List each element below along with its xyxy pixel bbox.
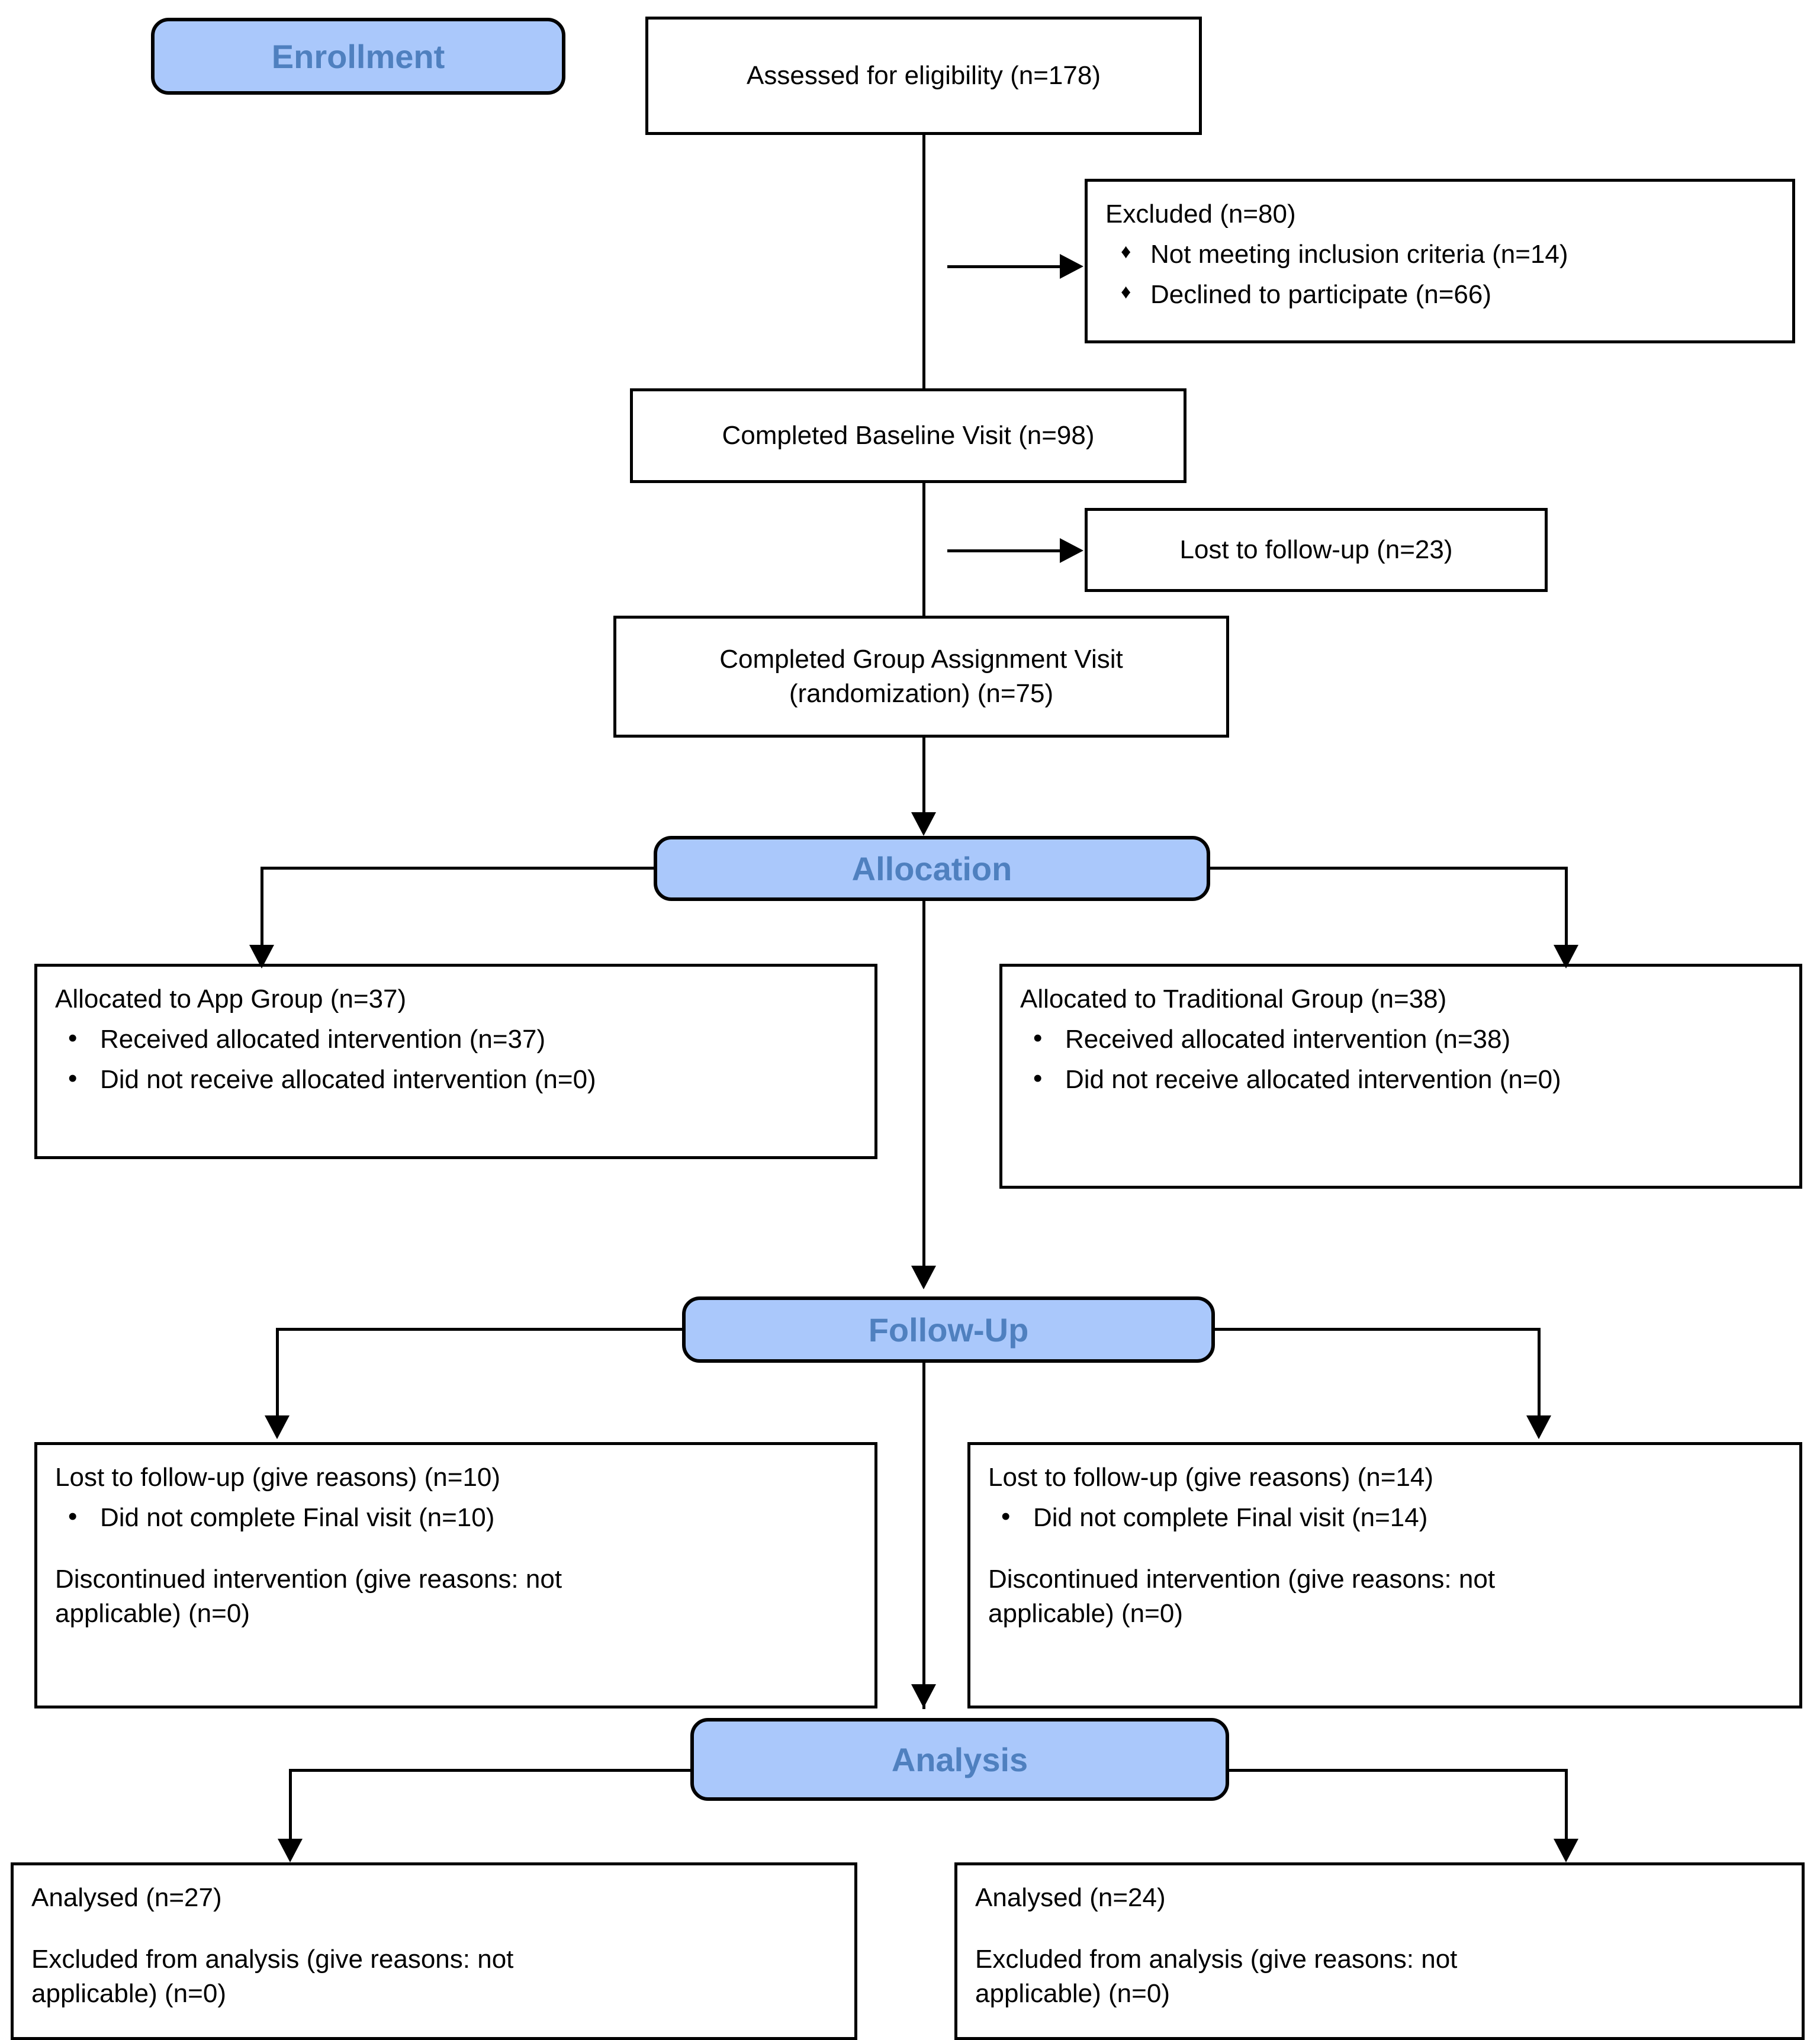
excluded-list: Not meeting inclusion criteria (n=14) De… [1105,237,1774,312]
list-item: Received allocated intervention (n=38) [1020,1021,1782,1057]
arrowhead-followup-right [1526,1415,1551,1439]
banner-enrollment: Enrollment [151,18,565,95]
banner-allocation: Allocation [654,836,1210,901]
analysis-left-analysed: Analysed (n=27) [31,1883,222,1912]
connector-to-lost-followup [947,549,1061,552]
allocated-left-list: Received allocated intervention (n=37) D… [55,1021,857,1097]
connector-randomization-to-allocation [922,738,925,815]
list-item: Declined to participate (n=66) [1105,278,1774,312]
lost-followup-text: Lost to follow-up (n=23) [1179,535,1453,564]
node-followup-app-group: Lost to follow-up (give reasons) (n=10) … [34,1442,877,1708]
baseline-text: Completed Baseline Visit (n=98) [722,420,1095,450]
node-lost-to-followup-baseline: Lost to follow-up (n=23) [1085,508,1548,592]
excluded-title: Excluded (n=80) [1105,200,1296,229]
followup-left-discontinued: Discontinued intervention (give reasons:… [55,1565,562,1629]
spacer [975,1915,1784,1942]
connector-allocation-right-arm [1207,867,1568,870]
node-assessed-for-eligibility: Assessed for eligibility (n=178) [645,17,1202,135]
spacer [31,1915,837,1942]
banner-analysis-label: Analysis [891,1740,1028,1778]
node-followup-traditional-group: Lost to follow-up (give reasons) (n=14) … [967,1442,1802,1708]
banner-analysis: Analysis [690,1718,1229,1801]
spacer [55,1535,857,1562]
connector-allocation-right-drop [1565,867,1568,947]
arrowhead-analysis-left [278,1839,303,1862]
node-analysed-app-group: Analysed (n=27) Excluded from analysis (… [11,1862,857,2040]
randomization-text: Completed Group Assignment Visit (random… [719,644,1123,708]
node-allocated-app-group: Allocated to App Group (n=37) Received a… [34,964,877,1159]
followup-right-lost-list: Did not complete Final visit (n=14) [988,1500,1782,1535]
arrowhead-allocation-left [249,945,274,968]
connector-followup-right-arm [1211,1328,1541,1331]
arrowhead-followup-left [265,1415,290,1439]
followup-left-lost-list: Did not complete Final visit (n=10) [55,1500,857,1535]
followup-left-lost-title: Lost to follow-up (give reasons) (n=10) [55,1463,501,1492]
connector-followup-right-drop [1538,1328,1541,1418]
connector-allocation-left-drop [261,867,263,947]
arrowhead-to-analysis [911,1684,936,1708]
connector-followup-left-arm [276,1328,686,1331]
followup-right-discontinued: Discontinued intervention (give reasons:… [988,1565,1496,1629]
allocated-left-title: Allocated to App Group (n=37) [55,984,407,1013]
connector-allocation-left-arm [261,867,657,870]
node-analysed-traditional-group: Analysed (n=24) Excluded from analysis (… [954,1862,1805,2040]
list-item: Did not receive allocated intervention (… [1020,1061,1782,1097]
arrowhead-to-followup [911,1266,936,1289]
list-item: Did not receive allocated intervention (… [55,1061,857,1097]
analysis-right-excluded: Excluded from analysis (give reasons: no… [975,1945,1458,2009]
arrowhead-to-allocation [911,812,936,836]
allocated-right-title: Allocated to Traditional Group (n=38) [1020,984,1447,1013]
list-item: Not meeting inclusion criteria (n=14) [1105,237,1774,272]
banner-followup-label: Follow-Up [868,1311,1029,1349]
connector-analysis-left-arm [289,1769,695,1772]
connector-to-excluded [947,265,1061,268]
banner-followup: Follow-Up [682,1296,1215,1363]
connector-assessed-to-baseline [922,135,925,388]
spacer [988,1535,1782,1562]
node-randomization: Completed Group Assignment Visit (random… [613,616,1229,738]
banner-allocation-label: Allocation [851,850,1012,887]
connector-followup-trunk [922,1363,925,1709]
arrowhead-to-excluded [1060,254,1083,279]
connector-baseline-to-randomization [922,483,925,616]
node-excluded: Excluded (n=80) Not meeting inclusion cr… [1085,179,1795,343]
banner-enrollment-label: Enrollment [271,37,445,75]
allocated-right-list: Received allocated intervention (n=38) D… [1020,1021,1782,1097]
connector-allocation-trunk [922,901,925,1268]
connector-analysis-right-drop [1565,1769,1568,1841]
list-item: Received allocated intervention (n=37) [55,1021,857,1057]
list-item: Did not complete Final visit (n=10) [55,1500,857,1535]
connector-analysis-right-arm [1226,1769,1568,1772]
analysis-left-excluded: Excluded from analysis (give reasons: no… [31,1945,514,2009]
connector-followup-left-drop [276,1328,279,1418]
arrowhead-analysis-right [1554,1839,1578,1862]
analysis-right-analysed: Analysed (n=24) [975,1883,1166,1912]
arrowhead-to-lost-followup [1060,538,1083,563]
connector-analysis-left-drop [289,1769,292,1841]
list-item: Did not complete Final visit (n=14) [988,1500,1782,1535]
node-completed-baseline-visit: Completed Baseline Visit (n=98) [630,388,1186,483]
assessed-text: Assessed for eligibility (n=178) [747,60,1101,90]
arrowhead-allocation-right [1554,945,1578,968]
followup-right-lost-title: Lost to follow-up (give reasons) (n=14) [988,1463,1434,1492]
node-allocated-traditional-group: Allocated to Traditional Group (n=38) Re… [999,964,1802,1189]
